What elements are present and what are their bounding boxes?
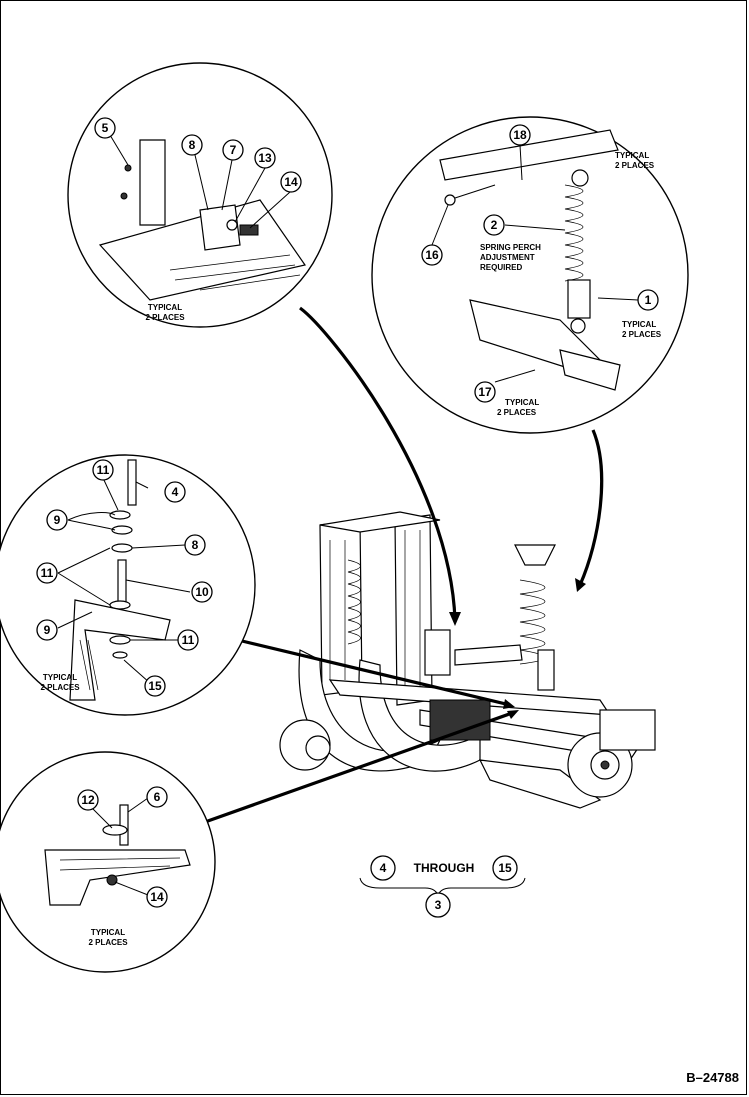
callout-4-range: 4 [370, 855, 396, 881]
callout-11b: 11 [36, 562, 58, 584]
svg-text:11: 11 [97, 463, 110, 477]
through-label: THROUGH [414, 861, 475, 875]
svg-text:8: 8 [189, 138, 196, 152]
svg-text:3: 3 [435, 898, 442, 912]
svg-text:8: 8 [192, 538, 199, 552]
callout-8b: 8 [184, 534, 206, 556]
callout-1: 1 [637, 289, 659, 311]
svg-text:14: 14 [284, 175, 298, 189]
callout-17: 17 [474, 381, 496, 403]
svg-text:13: 13 [258, 151, 272, 165]
svg-text:9: 9 [54, 513, 61, 527]
svg-text:4: 4 [380, 861, 387, 875]
callout-6: 6 [146, 786, 168, 808]
svg-text:16: 16 [425, 248, 439, 262]
callout-5: 5 [94, 117, 116, 139]
callout-14: 14 [280, 171, 302, 193]
callout-3: 3 [425, 892, 451, 918]
callout-12: 12 [77, 789, 99, 811]
callout-15-range: 15 [492, 855, 518, 881]
callout-16: 16 [421, 244, 443, 266]
callout-4: 4 [164, 481, 186, 503]
callout-9a: 9 [46, 509, 68, 531]
callout-13: 13 [254, 147, 276, 169]
callout-8: 8 [181, 134, 203, 156]
svg-text:18: 18 [513, 128, 527, 142]
svg-text:5: 5 [102, 121, 109, 135]
callout-15: 15 [144, 675, 166, 697]
callout-11c: 11 [177, 629, 199, 651]
svg-text:15: 15 [148, 679, 162, 693]
callout-9b: 9 [36, 619, 58, 641]
callout-2: 2 [483, 214, 505, 236]
svg-text:9: 9 [44, 623, 51, 637]
svg-text:2: 2 [491, 218, 498, 232]
leader-lines [204, 306, 604, 824]
svg-text:4: 4 [172, 485, 179, 499]
callout-14b: 14 [146, 886, 168, 908]
svg-text:12: 12 [81, 793, 95, 807]
callout-10: 10 [191, 581, 213, 603]
svg-text:15: 15 [498, 861, 512, 875]
range-bracket: 4 THROUGH 15 3 [359, 855, 526, 918]
svg-text:11: 11 [182, 633, 195, 647]
svg-text:17: 17 [478, 385, 492, 399]
svg-text:10: 10 [195, 585, 209, 599]
callout-11a: 11 [92, 459, 114, 481]
callout-7: 7 [222, 139, 244, 161]
main-assembly [279, 511, 656, 809]
svg-text:7: 7 [230, 143, 237, 157]
svg-text:1: 1 [645, 293, 652, 307]
figure-reference: B–24788 [686, 1070, 739, 1085]
svg-text:11: 11 [41, 566, 54, 580]
svg-text:14: 14 [150, 890, 164, 904]
callout-18: 18 [509, 124, 531, 146]
svg-text:6: 6 [154, 790, 161, 804]
